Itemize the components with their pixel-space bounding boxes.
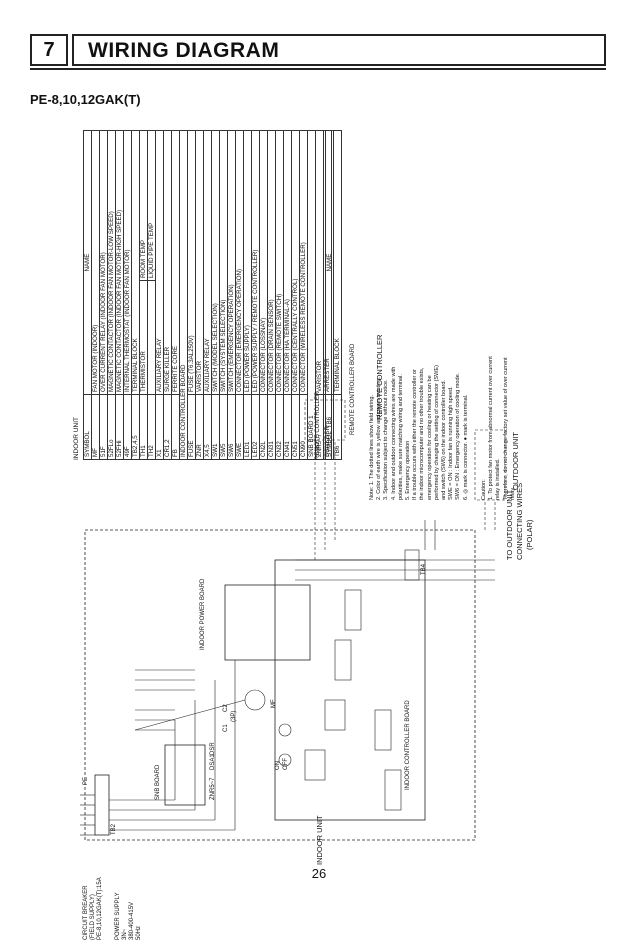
- connecting-wires-label: CONNECTING WIRES: [515, 482, 524, 560]
- power-board-label: INDOOR POWER BOARD: [200, 578, 206, 650]
- page-number: 26: [311, 866, 327, 881]
- cap-label-c1: C1: [223, 724, 229, 732]
- cap-label-c2: C2: [223, 704, 229, 712]
- indoor-unit-boundary: [84, 529, 476, 841]
- supply-spec-2: 380-400-415V: [129, 901, 135, 940]
- model-label: PE-8,10,12GAK(T): [30, 92, 141, 107]
- off-label: OFF: [283, 758, 289, 770]
- field-supply-label: (FIELD SUPPLY): [90, 894, 96, 940]
- cap-label-3p: (3P): [231, 710, 237, 722]
- polar-label: (POLAR): [525, 519, 534, 550]
- outdoor-unit-label: OUTDOOR UNIT: [511, 432, 520, 490]
- tb6-label: TB6: [327, 416, 333, 428]
- snb-board-outline: [164, 744, 206, 806]
- mf-label: MF: [271, 699, 277, 708]
- section-title: WIRING DIAGRAM: [88, 39, 280, 62]
- dsa-label: DSA1: [210, 754, 216, 770]
- znr-label: ZNR5~7: [210, 777, 216, 800]
- circuit-breaker-label: CIRCUIT BREAKER: [83, 885, 89, 940]
- on-label: ON: [275, 761, 281, 770]
- section-title-box: WIRING DIAGRAM: [72, 34, 606, 66]
- snb-board-label: SNB BOARD: [155, 764, 161, 800]
- section-header: 7 WIRING DIAGRAM: [30, 34, 606, 70]
- controller-board-label: INDOOR CONTROLLER BOARD: [405, 700, 411, 790]
- breaker-spec-label: PE-8,10,12GAK(T):15A: [97, 877, 103, 940]
- section-number: 7: [30, 34, 68, 66]
- tb2-label: TB2: [111, 823, 117, 835]
- remote-controller-label: REMOTE CONTROLLER: [375, 334, 384, 420]
- controller-board-outline: [274, 559, 426, 821]
- wiring-diagram: [80, 399, 506, 841]
- pe-label: PE: [83, 776, 89, 785]
- dsr-label: DSR: [210, 742, 216, 755]
- tb4-label: TB4: [421, 563, 427, 575]
- remote-board-label: REMOTE CONTROLLER BOARD: [350, 343, 356, 435]
- power-board-outline: [224, 584, 311, 661]
- power-supply-label: POWER SUPPLY: [115, 892, 121, 940]
- supply-spec-3: 50Hz: [136, 925, 142, 940]
- indoor-unit-label: INDOOR UNIT: [315, 815, 324, 865]
- tb2-outline: [94, 774, 110, 836]
- to-outdoor-label: TO OUTDOOR UNIT: [505, 489, 514, 560]
- supply-spec-1: 3N~: [122, 928, 128, 940]
